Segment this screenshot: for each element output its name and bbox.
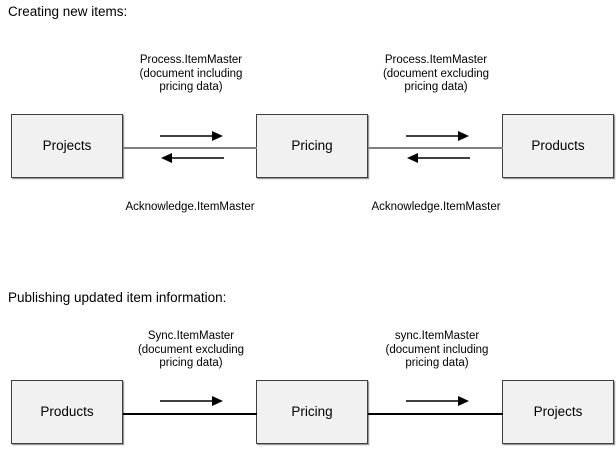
arrow-right-icon-pricing-to-projects (406, 396, 469, 406)
node-label: Projects (42, 138, 92, 153)
connector-pricing-products (368, 147, 503, 149)
diagram-title-publishing-updated-item-information: Publishing updated item information: (8, 290, 227, 305)
node-label: Pricing (291, 138, 333, 153)
edge-label-pricing-projects-above: sync.ItemMaster (document including pric… (385, 330, 489, 369)
node-products[interactable]: Products (11, 380, 123, 444)
node-projects[interactable]: Projects (502, 380, 614, 444)
connector-projects-pricing (123, 147, 257, 149)
node-label: Pricing (291, 404, 333, 419)
node-pricing[interactable]: Pricing (256, 114, 368, 178)
edge-label-pricing-products-above: Process.ItemMaster (document excluding p… (382, 54, 490, 93)
node-products[interactable]: Products (502, 114, 614, 178)
diagram-publishing-updated-item-information: Publishing updated item information: Pro… (0, 285, 616, 450)
arrow-right-icon-projects-to-pricing (160, 131, 223, 141)
node-label: Products (531, 138, 585, 153)
connector-products-pricing (123, 413, 257, 415)
node-pricing[interactable]: Pricing (256, 380, 368, 444)
diagram-title-creating-new-items: Creating new items: (8, 4, 128, 19)
arrow-left-icon-pricing-to-projects (161, 153, 224, 163)
diagram-creating-new-items: Creating new items: Projects Pricing Pro… (8, 4, 614, 213)
edge-label-products-pricing-above: Sync.ItemMaster (document excluding pric… (137, 330, 245, 369)
edge-label-projects-pricing-below: Acknowledge.ItemMaster (125, 201, 255, 213)
arrow-right-icon-pricing-to-products (406, 131, 469, 141)
edge-label-projects-pricing-above: Process.ItemMaster (document including p… (139, 54, 243, 93)
node-label: Projects (533, 404, 583, 419)
edge-label-pricing-products-below: Acknowledge.ItemMaster (371, 201, 501, 213)
node-projects[interactable]: Projects (11, 114, 123, 178)
arrow-left-icon-products-to-pricing (407, 153, 470, 163)
node-label: Products (40, 404, 94, 419)
connector-pricing-projects (368, 413, 503, 415)
arrow-right-icon-products-to-pricing (160, 396, 223, 406)
